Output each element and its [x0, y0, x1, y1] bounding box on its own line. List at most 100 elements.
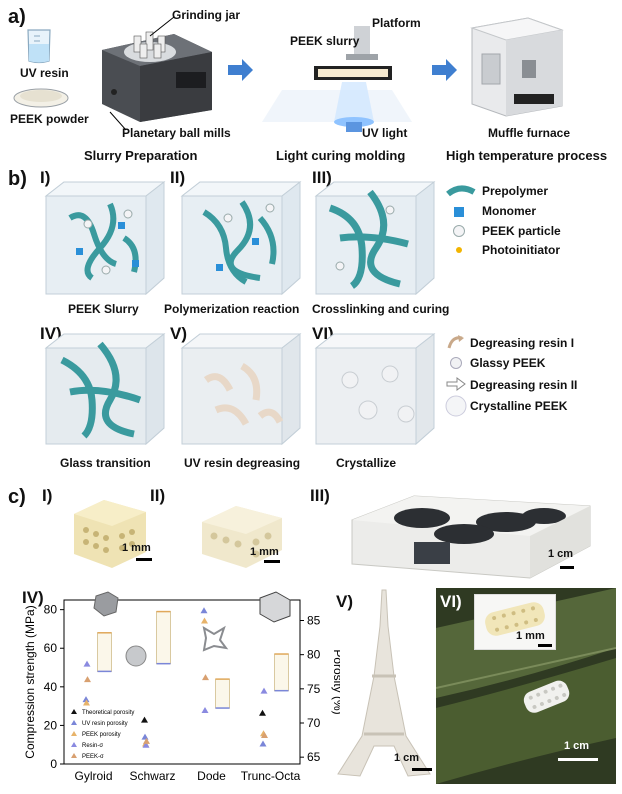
eiffel-tower-photo: [337, 589, 431, 777]
degreasing-resin-2-icon: [446, 377, 466, 391]
y-right-tick-label: 65: [307, 750, 321, 764]
legend-marker: [71, 720, 77, 725]
scale-label: 1 mm: [250, 546, 279, 558]
scale-bar: [136, 558, 152, 561]
y-tick-label: 60: [44, 641, 58, 655]
range-bar: [274, 653, 289, 692]
platform-label: Platform: [372, 16, 421, 30]
stage-roman: I): [40, 168, 51, 187]
peek-particle-icon: [453, 225, 465, 237]
panel-c-letter: c): [8, 486, 26, 508]
degreasing-resin-1-icon: [447, 335, 464, 349]
ball-mills-leader: [109, 111, 127, 131]
data-point: [201, 617, 208, 624]
panel-c-sub: V): [336, 592, 353, 611]
y-axis-label: Compression strength (MPa): [23, 605, 37, 758]
scale-bar: [412, 768, 432, 771]
data-point: [261, 732, 268, 739]
legend-label: UV resin porosity: [82, 721, 128, 727]
stage-caption: UV resin degreasing: [184, 456, 301, 470]
panel-c-sub: III): [310, 486, 330, 505]
scale-bar: [560, 566, 574, 569]
stage-roman: II): [170, 168, 186, 187]
legend-prepolymer: Prepolymer: [482, 184, 549, 198]
legend-degreasing-2: Degreasing resin II: [470, 378, 578, 392]
petri-dish-icon: [13, 88, 69, 108]
legend-marker: [71, 742, 77, 747]
gyroid-unit-icon: [93, 591, 119, 617]
scale-label: 1 cm: [548, 548, 574, 560]
legend-marker: [71, 753, 77, 758]
data-point: [84, 676, 91, 683]
scale-bar: [558, 758, 598, 761]
y-tick-label: 80: [44, 603, 58, 617]
data-point: [83, 699, 90, 706]
stage-caption: Polymerization reaction: [164, 302, 300, 316]
schwarz-unit-icon: [125, 645, 147, 667]
cube-uv-resin-degreasing: [180, 332, 302, 446]
x-category-label: Trunc-Octa: [241, 769, 301, 783]
panel-a-letter: a): [8, 6, 26, 28]
scale-label: 1 cm: [564, 740, 590, 752]
scale-bar: [538, 644, 552, 647]
stage-caption: Glass transition: [60, 456, 151, 470]
y-right-tick-label: 80: [307, 648, 321, 662]
x-category-label: Gylroid: [74, 769, 112, 783]
y-right-tick-label: 70: [307, 716, 321, 730]
plot-frame: [63, 599, 301, 765]
data-point: [200, 607, 208, 614]
crystalline-peek-icon: [445, 395, 467, 417]
legend-label: PEEK-σ: [82, 754, 104, 760]
cube-glass-transition: [44, 332, 166, 446]
y-right-axis-label: Porosity (%): [331, 649, 340, 714]
y-tick-label: 40: [44, 680, 58, 694]
process-arrow-1: [228, 59, 253, 81]
scale-label: 1 mm: [122, 542, 151, 554]
muffle-furnace-label: Muffle furnace: [488, 126, 571, 140]
y-right-tick-label: 75: [307, 682, 321, 696]
data-point: [201, 706, 209, 713]
range-bar: [215, 678, 230, 709]
legend-degreasing-1: Degreasing resin I: [470, 336, 575, 350]
monomer-icon: [454, 207, 464, 217]
x-category-label: Schwarz: [129, 769, 175, 783]
data-point: [141, 733, 149, 740]
stage-roman: V): [170, 324, 187, 343]
panel-c-sub: II): [150, 486, 166, 505]
inset-photo: [474, 594, 556, 650]
legend-label: Resin-σ: [82, 743, 103, 749]
light-curing-illustration: [262, 26, 412, 132]
cube-crosslinking: [314, 180, 436, 296]
ball-mills-label: Planetary ball mills: [122, 126, 231, 140]
peek-slurry-label: PEEK slurry: [290, 34, 360, 48]
schwarz-scaffold-photo: [202, 506, 282, 568]
photoinitiator-icon: [456, 247, 462, 253]
step-slurry-preparation: Slurry Preparation: [84, 148, 198, 163]
uv-light-label: UV light: [362, 126, 408, 140]
scale-label: 1 cm: [394, 752, 420, 764]
range-bar: [97, 632, 112, 672]
data-point: [259, 709, 266, 716]
dode-unit-icon: [202, 625, 229, 652]
peek-powder-label: PEEK powder: [10, 112, 89, 126]
trunc-octa-unit-icon: [259, 591, 291, 623]
stage-roman: III): [312, 168, 332, 187]
legend-marker: [71, 731, 77, 736]
panel-b-letter: b): [8, 168, 27, 190]
legend-peek-particle: PEEK particle: [482, 224, 561, 238]
scaffold-tray-photo: [351, 495, 591, 579]
data-point: [202, 674, 209, 681]
data-point: [83, 660, 91, 667]
data-point: [82, 696, 90, 703]
y-tick-label: 20: [44, 718, 58, 732]
legend-label: Theoretical porosity: [82, 710, 134, 716]
scale-label: 1 mm: [516, 630, 545, 642]
step-light-curing: Light curing molding: [276, 148, 406, 163]
legend-glassy-peek: Glassy PEEK: [470, 356, 546, 370]
data-point: [260, 687, 268, 694]
prepolymer-icon: [446, 185, 476, 197]
uv-resin-label: UV resin: [20, 66, 69, 80]
beaker-icon: [27, 29, 51, 64]
panel-c-sub: VI): [440, 592, 462, 611]
muffle-furnace-illustration: [470, 17, 564, 117]
